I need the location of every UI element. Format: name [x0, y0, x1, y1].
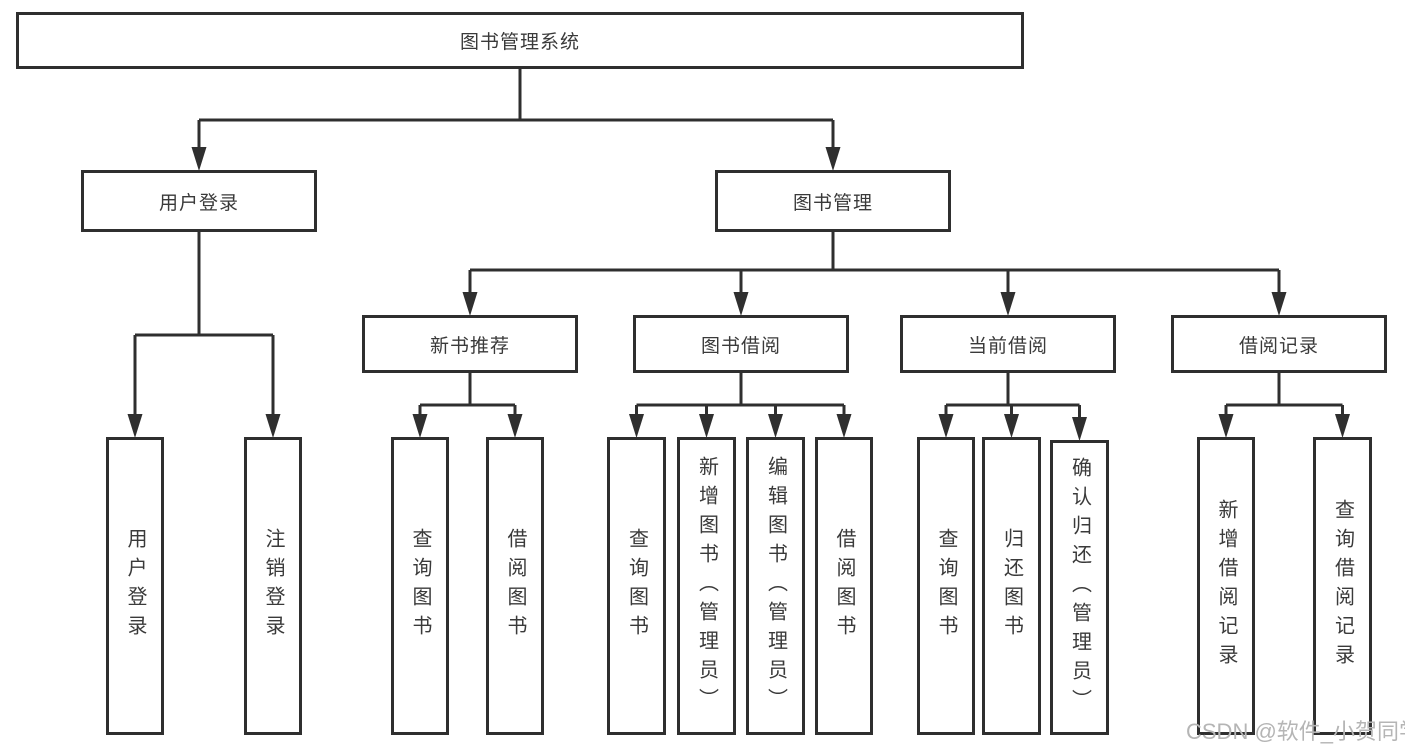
node-new-book-recommend: 新书推荐	[362, 315, 578, 373]
leaf-borrow-books-borrowing-label: 借阅图书	[833, 528, 855, 644]
leaf-query-books-recommend: 查询图书	[391, 437, 449, 735]
arrowhead-icon	[938, 414, 954, 438]
node-library-management-system: 图书管理系统	[16, 12, 1024, 69]
arrowhead-icon	[768, 414, 783, 438]
leaf-query-books-recommend-label: 查询图书	[409, 528, 431, 644]
arrowhead-icon	[1335, 414, 1350, 438]
node-user-login: 用户登录	[81, 170, 317, 232]
leaf-borrow-books-recommend-label: 借阅图书	[504, 528, 526, 644]
leaf-add-borrow-record-label: 新增借阅记录	[1215, 499, 1237, 673]
leaf-logout-label: 注销登录	[262, 528, 284, 644]
node-library-management-system-label: 图书管理系统	[459, 32, 580, 53]
node-borrowing-records-label: 借阅记录	[1238, 335, 1319, 357]
node-new-book-recommend-label: 新书推荐	[429, 335, 510, 357]
leaf-borrow-books-recommend: 借阅图书	[486, 437, 544, 735]
node-borrowing-records: 借阅记录	[1171, 315, 1387, 373]
leaf-borrow-books-borrowing: 借阅图书	[815, 437, 873, 735]
leaf-query-borrow-record-label: 查询借阅记录	[1331, 499, 1354, 673]
arrowhead-icon	[1004, 414, 1019, 438]
arrowhead-icon	[412, 414, 428, 438]
leaf-return-books-label: 归还图书	[1000, 528, 1023, 644]
leaf-edit-books-admin-label: 编辑图书（管理员）	[764, 455, 787, 717]
node-book-management-label: 图书管理	[792, 192, 873, 214]
arrowhead-icon	[1000, 292, 1016, 316]
leaf-confirm-return-admin-label: 确认归还（管理员）	[1068, 457, 1091, 718]
arrowhead-icon	[629, 414, 644, 438]
arrowhead-icon	[733, 292, 749, 316]
leaf-query-books-borrowing: 查询图书	[607, 437, 666, 735]
leaf-user-login-label: 用户登录	[124, 528, 146, 644]
arrowhead-icon	[507, 414, 523, 438]
arrowhead-icon	[127, 414, 143, 438]
arrowhead-icon	[265, 414, 281, 438]
node-current-borrowing-label: 当前借阅	[967, 335, 1048, 357]
arrowhead-icon	[1072, 417, 1087, 441]
leaf-query-books-borrowing-label: 查询图书	[625, 528, 648, 644]
arrowhead-icon	[1218, 414, 1234, 438]
leaf-query-books-current: 查询图书	[917, 437, 975, 735]
arrowhead-icon	[1271, 292, 1287, 316]
leaf-confirm-return-admin: 确认归还（管理员）	[1050, 440, 1109, 735]
arrowhead-icon	[836, 414, 852, 438]
arrowhead-icon	[191, 147, 207, 171]
leaf-logout: 注销登录	[244, 437, 302, 735]
arrowhead-icon	[825, 147, 841, 171]
leaf-query-books-current-label: 查询图书	[935, 528, 957, 644]
node-user-login-label: 用户登录	[158, 192, 239, 214]
leaf-add-books-admin: 新增图书（管理员）	[677, 437, 736, 735]
leaf-return-books: 归还图书	[982, 437, 1041, 735]
leaf-query-borrow-record: 查询借阅记录	[1313, 437, 1372, 735]
leaf-edit-books-admin: 编辑图书（管理员）	[746, 437, 805, 735]
node-current-borrowing: 当前借阅	[900, 315, 1116, 373]
leaf-add-borrow-record: 新增借阅记录	[1197, 437, 1255, 735]
leaf-user-login: 用户登录	[106, 437, 164, 735]
arrowhead-icon	[462, 292, 478, 316]
leaf-add-books-admin-label: 新增图书（管理员）	[695, 455, 718, 717]
node-book-management: 图书管理	[715, 170, 951, 232]
node-book-borrowing: 图书借阅	[633, 315, 849, 373]
arrowhead-icon	[699, 414, 714, 438]
node-book-borrowing-label: 图书借阅	[700, 335, 781, 357]
watermark-text: CSDN @软件_小贺同学	[1186, 719, 1405, 744]
